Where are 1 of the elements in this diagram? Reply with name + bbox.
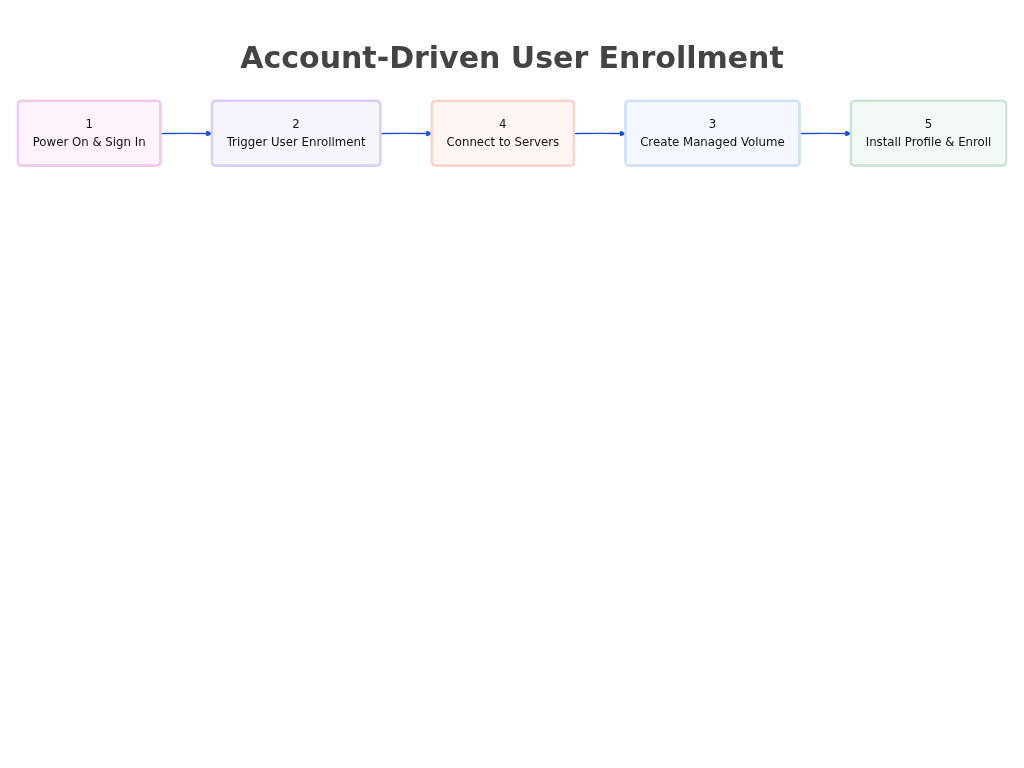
diagram-title: Account-Driven User Enrollment xyxy=(239,40,785,75)
